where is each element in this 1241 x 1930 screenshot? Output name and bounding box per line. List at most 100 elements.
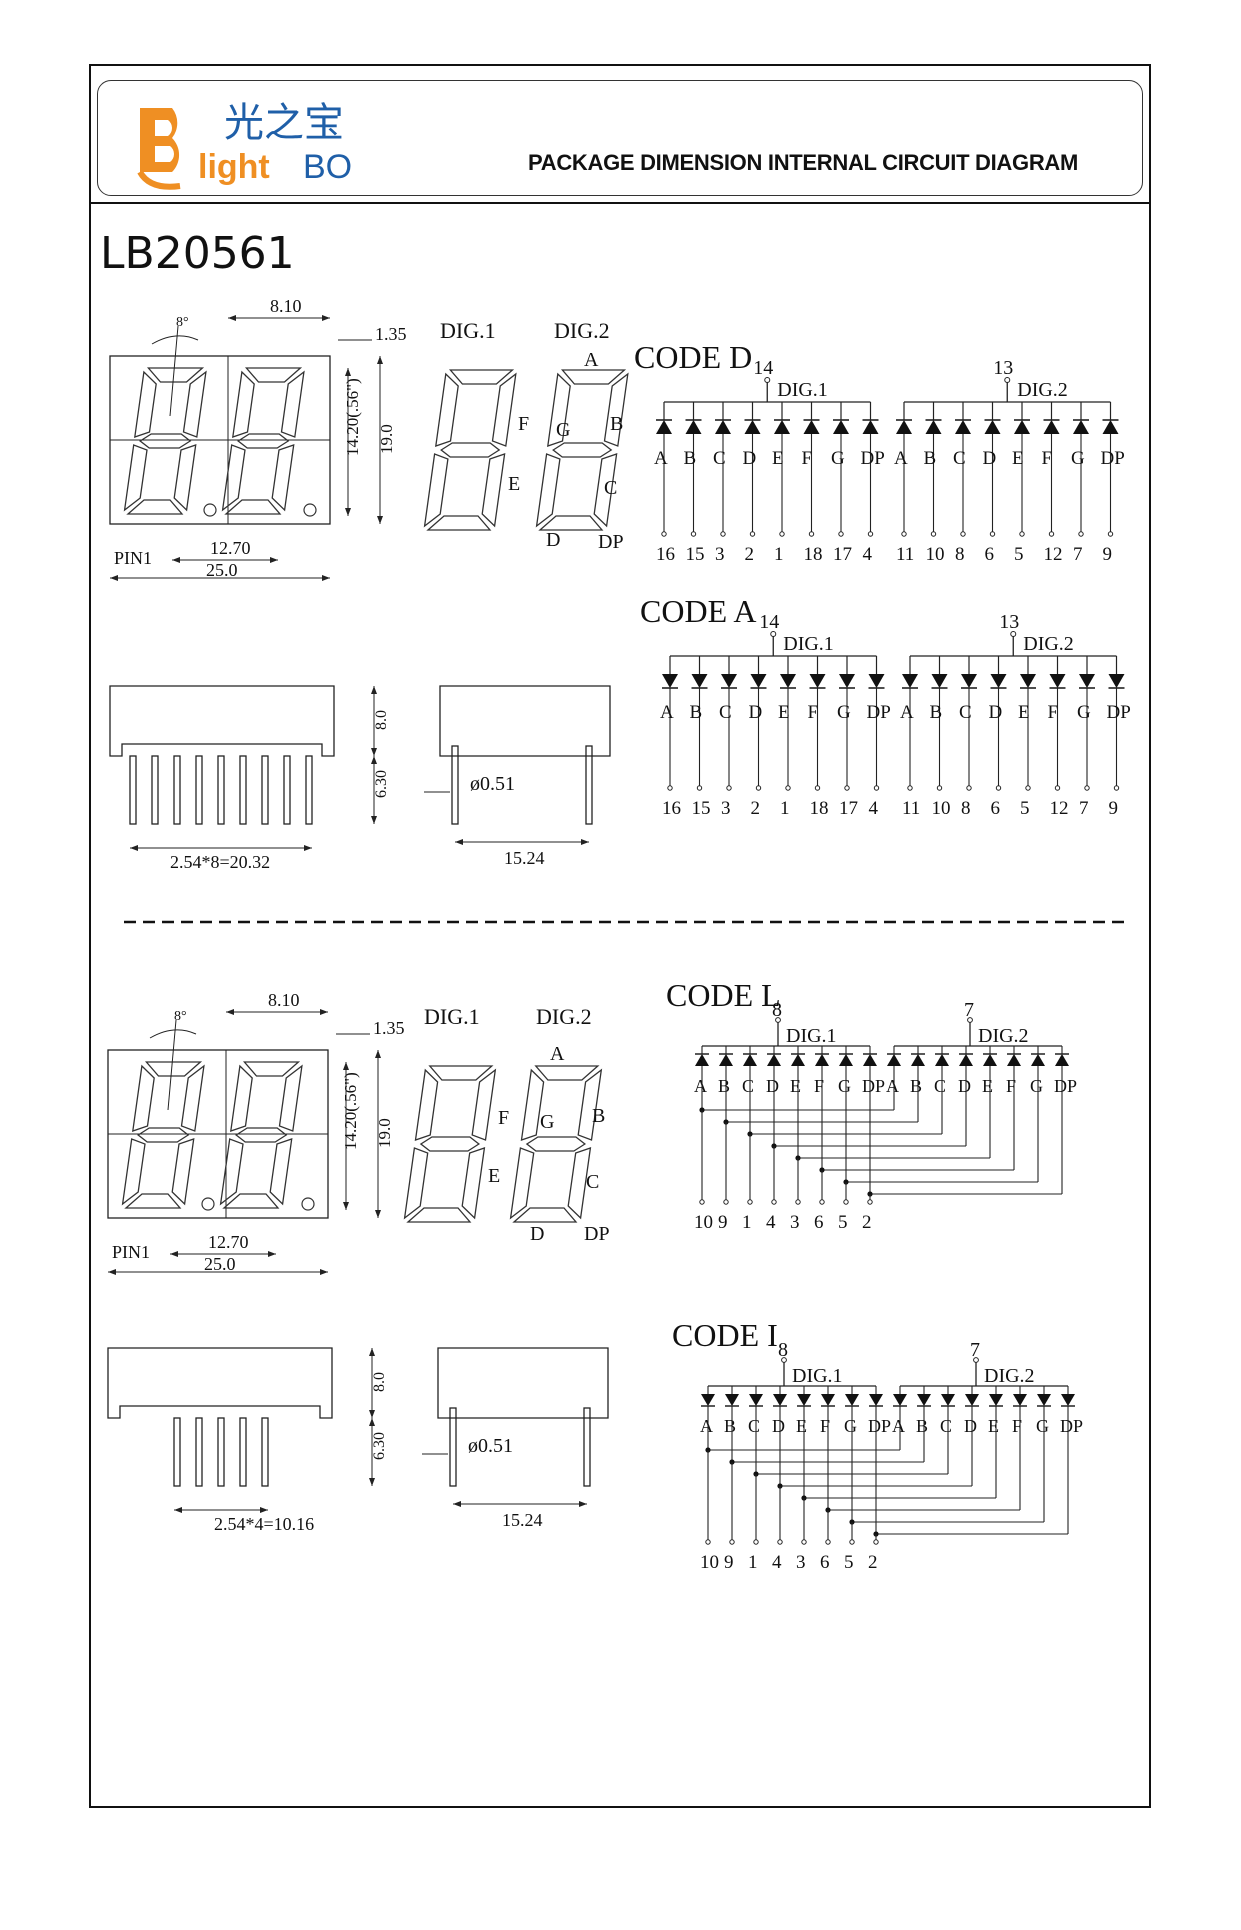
pin-number-label: 16 xyxy=(662,798,681,819)
pin-number-label: 2 xyxy=(862,1212,872,1233)
segment-label: F xyxy=(814,1076,824,1096)
pin xyxy=(217,755,225,825)
led-diode xyxy=(656,420,672,434)
led-diode xyxy=(721,674,737,688)
pin-terminal xyxy=(661,531,667,537)
led-diode xyxy=(695,1054,709,1066)
pin-number-label: 4 xyxy=(869,798,879,819)
pin-terminal xyxy=(1048,531,1055,537)
seg-a-label: A xyxy=(584,349,599,371)
seg-d-label: D xyxy=(530,1223,544,1245)
pin-length-label: 6.30 xyxy=(371,1432,388,1460)
pin-number-label: 4 xyxy=(766,1212,776,1233)
front-digit-2 xyxy=(221,367,305,515)
pin-number-label: 10 xyxy=(926,544,945,565)
led-diode xyxy=(935,1054,949,1066)
segment-a xyxy=(244,367,303,383)
led-diode xyxy=(744,420,761,434)
arrow-head xyxy=(130,845,138,851)
pin-number-label: 5 xyxy=(838,1212,848,1233)
led-diode xyxy=(833,420,849,434)
led-diode xyxy=(797,1394,811,1406)
segment-label: DP xyxy=(861,448,885,469)
segment-label: F xyxy=(1006,1076,1016,1096)
body-height-label: 19.0 xyxy=(377,424,396,454)
segment-b xyxy=(280,370,305,438)
side-body xyxy=(109,685,335,757)
dig2-label: DIG.2 xyxy=(554,318,610,343)
pin-number-label: 7 xyxy=(1079,798,1089,819)
segment-label: A xyxy=(660,702,674,723)
segment-label: E xyxy=(778,702,790,723)
led-diode xyxy=(662,674,678,688)
segment-g xyxy=(139,433,192,449)
arrow-head xyxy=(455,839,463,845)
pitch-label: 12.70 xyxy=(208,1232,249,1252)
common-terminal xyxy=(775,1017,781,1023)
pin-terminal xyxy=(723,1199,729,1205)
arrow-head xyxy=(320,1009,328,1015)
led-diode xyxy=(990,674,1007,688)
big-digit-3 xyxy=(403,1065,497,1223)
pin-number-label: 4 xyxy=(772,1552,782,1573)
digit-height-label: 14.20(.56") xyxy=(343,378,362,456)
common-terminal xyxy=(973,1357,979,1363)
segment-label: A xyxy=(654,448,668,469)
segment-label: B xyxy=(916,1416,928,1436)
dp-dot-1 xyxy=(201,1197,215,1211)
side-height-label: 8.0 xyxy=(373,710,390,730)
logo-chinese: 光之宝 xyxy=(224,100,344,146)
segment-label: C xyxy=(953,448,966,469)
seg-c-label: C xyxy=(604,477,617,499)
common-pin-label: 8 xyxy=(772,999,782,1021)
pin-number-label: 10 xyxy=(694,1212,713,1233)
angle-arc xyxy=(151,335,199,345)
led-diode xyxy=(983,1054,997,1066)
pin xyxy=(239,1417,247,1487)
common-terminal xyxy=(1004,377,1011,383)
segment-label: C xyxy=(940,1416,952,1436)
led-diode xyxy=(749,1394,763,1406)
body-width-label: 25.0 xyxy=(206,560,238,580)
segment-label: E xyxy=(790,1076,801,1096)
led-diode xyxy=(845,1394,859,1406)
header-divider xyxy=(89,202,1151,204)
pin-terminal xyxy=(1019,531,1025,537)
arrow-head xyxy=(343,1202,349,1210)
digit-common-label: DIG.2 xyxy=(984,1365,1035,1387)
segment-label: B xyxy=(690,702,703,723)
pin-number-label: 9 xyxy=(1103,544,1113,565)
arrow-head xyxy=(377,356,383,364)
pin-number-label: 6 xyxy=(985,544,995,565)
pitch-label: 12.70 xyxy=(210,538,251,558)
arrow-head xyxy=(377,516,383,524)
segment-label: B xyxy=(718,1076,730,1096)
pin-terminal xyxy=(930,531,937,537)
segment-d xyxy=(512,1207,578,1223)
led-diode xyxy=(1079,674,1095,688)
pin-terminal xyxy=(1113,785,1120,791)
pin-row-label: 15.24 xyxy=(504,848,545,868)
pin-terminal xyxy=(843,1199,849,1205)
arrow-head xyxy=(343,1062,349,1070)
led-diode xyxy=(925,420,942,434)
segment-f xyxy=(232,370,255,438)
page-frame xyxy=(89,64,1151,1808)
segment-g xyxy=(440,442,501,458)
pin-terminal xyxy=(699,1199,705,1205)
arrow-head xyxy=(581,839,589,845)
seg-b-label: B xyxy=(610,413,623,435)
body-width-label: 25.0 xyxy=(204,1254,236,1274)
pin xyxy=(261,755,269,825)
pin-terminal xyxy=(1078,531,1084,537)
segment-label: A xyxy=(700,1416,713,1436)
arrow-head xyxy=(322,575,330,581)
segment-g xyxy=(137,1127,190,1143)
segment-d xyxy=(538,515,604,531)
header-title: PACKAGE DIMENSION INTERNAL CIRCUIT DIAGR… xyxy=(528,150,1079,175)
seg-e-label: E xyxy=(488,1165,500,1187)
segment-label: DP xyxy=(868,1416,891,1436)
led-diode xyxy=(715,420,731,434)
